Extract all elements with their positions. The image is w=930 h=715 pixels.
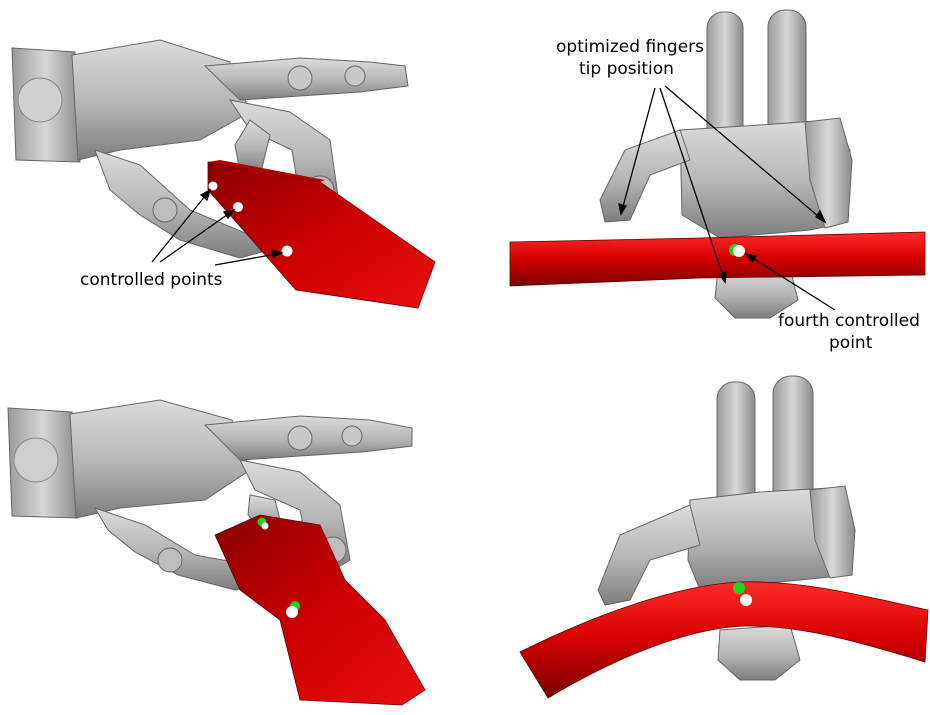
red-object-optimized (215, 515, 425, 705)
panel-top-left: controlled points (12, 40, 435, 308)
controlled-point (740, 594, 752, 606)
robot-hand-side-view-optimized (8, 400, 412, 590)
panel-bottom-right (520, 376, 928, 698)
controlled-point (262, 523, 269, 530)
optimized-point (733, 582, 745, 594)
controlled-point (286, 606, 298, 618)
optimized-tip-label-line2: tip position (579, 59, 674, 79)
controlled-point (209, 182, 218, 191)
controlled-point (282, 246, 293, 257)
fourth-point-label-line2: point (829, 333, 873, 353)
controlled-points-label: controlled points (80, 270, 223, 290)
fourth-point-label-line1: fourth controlled (778, 311, 920, 331)
panel-bottom-left (8, 400, 425, 705)
optimized-tip-label-line1: optimized fingers (556, 37, 704, 57)
panel-top-right: optimized fingers tip position fourth co… (510, 10, 925, 353)
controlled-point (233, 202, 243, 212)
controlled-point (733, 245, 745, 257)
